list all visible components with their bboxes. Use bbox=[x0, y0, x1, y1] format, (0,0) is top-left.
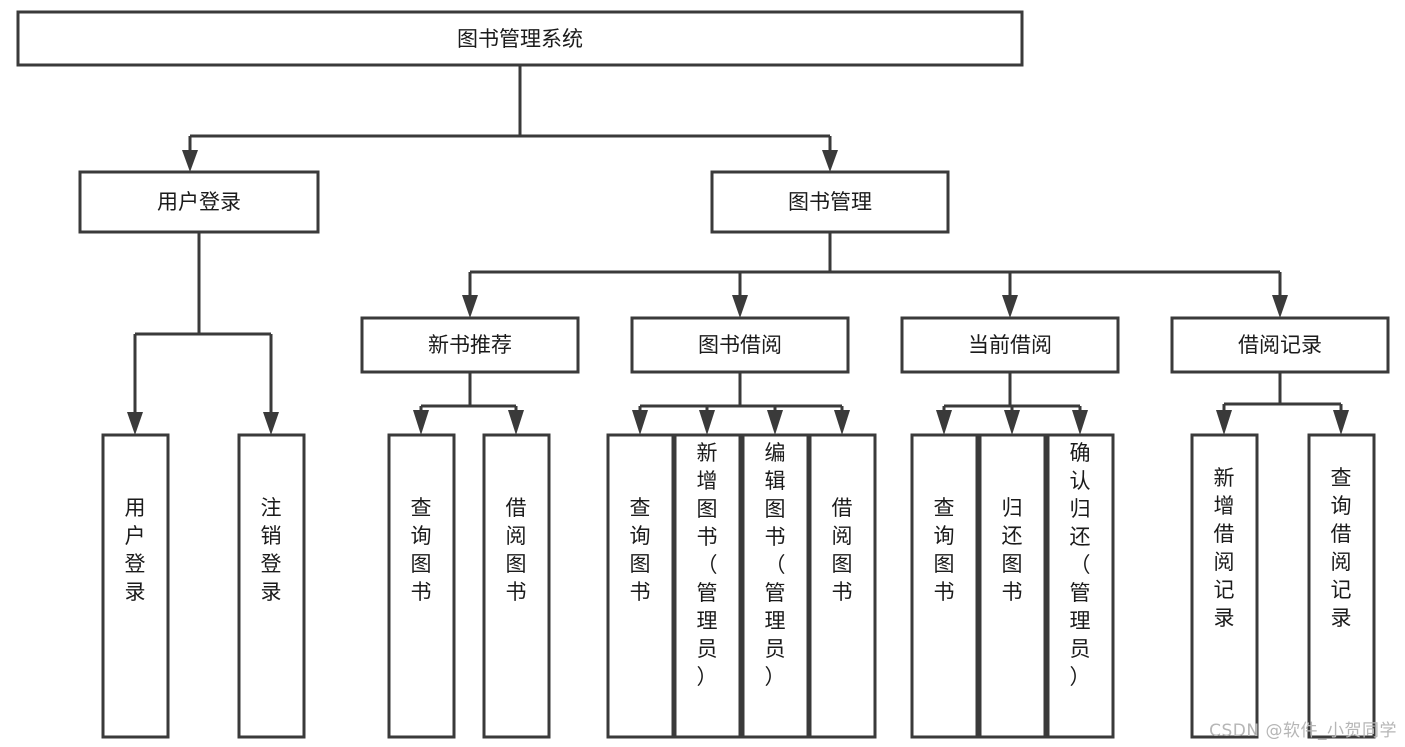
connector-book-borrow-to-leaves bbox=[638, 372, 844, 425]
node-leaf-query-book-3-label: 查询图书 bbox=[934, 496, 955, 604]
node-leaf-return-book[interactable]: 归还图书 bbox=[978, 433, 1047, 739]
node-user-login[interactable]: 用户登录 bbox=[78, 170, 320, 234]
arrowhead-leaf-confirm-return bbox=[1072, 410, 1088, 435]
arrowhead-leaf-borrow-book-1 bbox=[508, 410, 524, 435]
node-leaf-query-record-label: 查询借阅记录 bbox=[1331, 466, 1352, 630]
node-leaf-query-book-2-label: 查询图书 bbox=[630, 496, 651, 604]
arrowhead-leaf-query-book-1 bbox=[413, 410, 429, 435]
node-leaf-logout-login-box[interactable] bbox=[237, 433, 306, 739]
node-leaf-user-login[interactable]: 用户登录 bbox=[101, 433, 170, 739]
arrowhead-book-management bbox=[822, 150, 838, 172]
node-leaf-confirm-return-box[interactable] bbox=[1046, 433, 1115, 739]
node-current-borrow-box[interactable] bbox=[900, 316, 1120, 374]
arrowhead-current-borrow bbox=[1002, 295, 1018, 318]
node-root-box[interactable] bbox=[16, 10, 1024, 67]
arrowhead-leaf-query-record bbox=[1333, 410, 1349, 435]
arrowhead-leaf-return-book bbox=[1004, 410, 1020, 435]
node-current-borrow-label: 当前借阅 bbox=[968, 333, 1052, 357]
arrowhead-leaf-add-book bbox=[699, 410, 715, 435]
connector-book-management-to-level3 bbox=[468, 232, 1282, 308]
node-leaf-borrow-book-1[interactable]: 借阅图书 bbox=[482, 433, 551, 739]
node-book-management-label: 图书管理 bbox=[788, 190, 872, 214]
node-leaf-borrow-book-2-box[interactable] bbox=[808, 433, 877, 739]
node-leaf-query-book-1-label: 查询图书 bbox=[411, 496, 432, 604]
node-leaf-query-book-2[interactable]: 查询图书 bbox=[606, 433, 675, 739]
node-leaf-borrow-book-1-label: 借阅图书 bbox=[506, 496, 527, 604]
node-leaf-add-book-box[interactable] bbox=[673, 433, 742, 739]
node-borrow-record-box[interactable] bbox=[1170, 316, 1390, 374]
node-book-borrow-box[interactable] bbox=[630, 316, 850, 374]
node-leaf-borrow-book-1-box[interactable] bbox=[482, 433, 551, 739]
node-leaf-return-book-box[interactable] bbox=[978, 433, 1047, 739]
arrowhead-user-login bbox=[182, 150, 198, 172]
node-leaf-query-book-3-box[interactable] bbox=[910, 433, 979, 739]
node-new-book-recommend-label: 新书推荐 bbox=[428, 333, 512, 357]
connector-borrow-record-to-leaves bbox=[1222, 372, 1343, 425]
node-book-borrow-label: 图书借阅 bbox=[698, 333, 782, 357]
node-book-management-box[interactable] bbox=[710, 170, 950, 234]
node-leaf-user-login-label: 用户登录 bbox=[125, 496, 146, 604]
arrowhead-borrow-record bbox=[1272, 295, 1288, 318]
connector-new-book-recommend-to-leaves bbox=[419, 372, 518, 425]
node-book-borrow[interactable]: 图书借阅 bbox=[630, 316, 850, 374]
node-user-login-label: 用户登录 bbox=[157, 190, 241, 214]
arrowhead-leaf-query-book-3 bbox=[936, 410, 952, 435]
connector-root-to-level2 bbox=[188, 65, 832, 162]
arrowhead-leaf-edit-book bbox=[767, 410, 783, 435]
node-leaf-query-book-1[interactable]: 查询图书 bbox=[387, 433, 456, 739]
arrowhead-leaf-user-login bbox=[127, 412, 143, 435]
node-current-borrow[interactable]: 当前借阅 bbox=[900, 316, 1120, 374]
node-leaf-query-book-2-box[interactable] bbox=[606, 433, 675, 739]
connector-layer bbox=[127, 65, 1349, 435]
node-new-book-recommend[interactable]: 新书推荐 bbox=[360, 316, 580, 374]
node-leaf-borrow-book-2-label: 借阅图书 bbox=[832, 496, 853, 604]
node-borrow-record[interactable]: 借阅记录 bbox=[1170, 316, 1390, 374]
node-leaf-query-book-1-box[interactable] bbox=[387, 433, 456, 739]
node-root[interactable]: 图书管理系统 bbox=[16, 10, 1024, 67]
node-root-label: 图书管理系统 bbox=[457, 27, 583, 51]
node-new-book-recommend-box[interactable] bbox=[360, 316, 580, 374]
arrowhead-book-borrow bbox=[732, 295, 748, 318]
node-leaf-edit-book[interactable]: 编辑图书（管理员） bbox=[741, 433, 810, 739]
node-leaf-confirm-return[interactable]: 确认归还（管理员） bbox=[1046, 433, 1115, 739]
node-leaf-query-record-box[interactable] bbox=[1307, 433, 1376, 739]
node-book-management[interactable]: 图书管理 bbox=[710, 170, 950, 234]
node-user-login-box[interactable] bbox=[78, 170, 320, 234]
node-leaf-return-book-label: 归还图书 bbox=[1002, 496, 1023, 604]
node-leaf-query-record[interactable]: 查询借阅记录 bbox=[1307, 433, 1376, 739]
node-leaf-add-book-label: 新增图书（管理员） bbox=[697, 441, 718, 689]
node-leaf-confirm-return-label: 确认归还（管理员） bbox=[1070, 441, 1091, 689]
node-leaf-add-record-box[interactable] bbox=[1190, 433, 1259, 739]
node-borrow-record-label: 借阅记录 bbox=[1238, 333, 1322, 357]
node-leaf-edit-book-label: 编辑图书（管理员） bbox=[765, 441, 786, 689]
connector-user-login-to-leaves bbox=[133, 232, 273, 425]
node-leaf-logout-login[interactable]: 注销登录 bbox=[237, 433, 306, 739]
arrowhead-leaf-add-record bbox=[1216, 410, 1232, 435]
arrowhead-leaf-logout-login bbox=[263, 412, 279, 435]
arrowhead-leaf-query-book-2 bbox=[632, 410, 648, 435]
node-leaf-query-book-3[interactable]: 查询图书 bbox=[910, 433, 979, 739]
node-leaf-edit-book-box[interactable] bbox=[741, 433, 810, 739]
arrowhead-leaf-borrow-book-2 bbox=[834, 410, 850, 435]
node-leaf-borrow-book-2[interactable]: 借阅图书 bbox=[808, 433, 877, 739]
csdn-watermark: CSDN @软件_小贺同学 bbox=[1209, 721, 1397, 741]
node-leaf-logout-login-label: 注销登录 bbox=[261, 496, 282, 604]
node-leaf-add-book[interactable]: 新增图书（管理员） bbox=[673, 433, 742, 739]
node-leaf-user-login-box[interactable] bbox=[101, 433, 170, 739]
arrowhead-new-book-recommend bbox=[462, 295, 478, 318]
node-leaf-add-record-label: 新增借阅记录 bbox=[1214, 466, 1235, 630]
node-leaf-add-record[interactable]: 新增借阅记录 bbox=[1190, 433, 1259, 739]
